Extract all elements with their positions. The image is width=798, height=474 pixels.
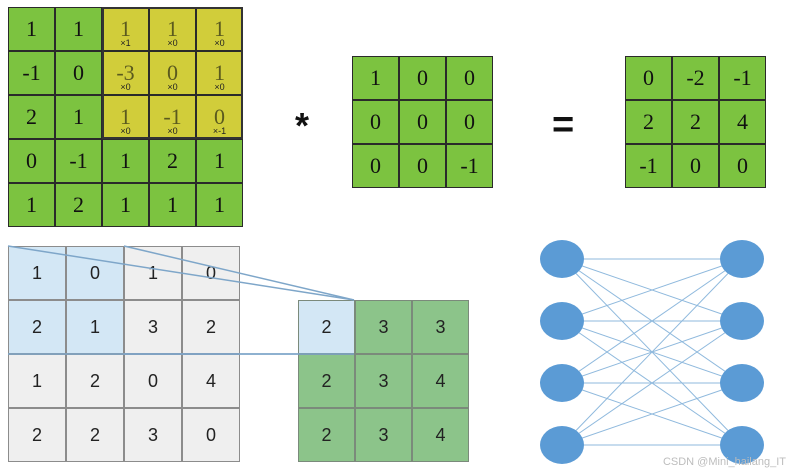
- pool-output-cell: 2: [298, 408, 355, 462]
- pool-input-cell: 3: [124, 408, 182, 462]
- conv-input-cell-highlighted: 0×0: [149, 51, 196, 95]
- kernel-cell: -1: [446, 144, 493, 188]
- pool-input-cell: 1: [124, 246, 182, 300]
- pool-input-cell-selected: 2: [8, 300, 66, 354]
- pool-output-cell: 4: [412, 408, 469, 462]
- network-node-output: [720, 240, 764, 278]
- pool-input-cell: 2: [66, 408, 124, 462]
- conv-input-cell: 1: [149, 183, 196, 227]
- network-edge: [561, 258, 743, 322]
- pool-input-cell: 2: [66, 354, 124, 408]
- weight-label: ×0: [167, 126, 178, 136]
- pool-input-cell: 0: [182, 408, 240, 462]
- network-node-output: [720, 364, 764, 402]
- watermark-credit: CSDN @Mini_hailang_IT: [662, 456, 786, 468]
- pool-input-grid: 1 0 1 0 2 1 3 2 1 2 0 4 2 2 3 0: [8, 246, 240, 462]
- weight-label: ×1: [120, 38, 131, 48]
- output-cell: -1: [719, 56, 766, 100]
- pool-input-cell-selected: 1: [66, 300, 124, 354]
- pool-input-cell-selected: 0: [66, 246, 124, 300]
- pool-output-cell: 4: [412, 354, 469, 408]
- conv-input-cell-highlighted: -3×0: [102, 51, 149, 95]
- output-cell: 2: [625, 100, 672, 144]
- pool-output-cell: 2: [298, 354, 355, 408]
- conv-input-cell-highlighted: 0×-1: [196, 95, 243, 139]
- weight-label: ×0: [167, 82, 178, 92]
- equals-symbol: =: [552, 104, 575, 146]
- output-cell: 0: [719, 144, 766, 188]
- conv-input-cell: 1: [8, 183, 55, 227]
- pool-output-cell: 3: [355, 408, 412, 462]
- pool-output-cell: 3: [355, 354, 412, 408]
- pool-output-cell: 3: [355, 300, 412, 354]
- weight-label: ×0: [120, 126, 131, 136]
- weight-label: ×0: [167, 38, 178, 48]
- conv-input-cell: 0: [55, 51, 102, 95]
- conv-input-cell-highlighted: -1×0: [149, 95, 196, 139]
- kernel-cell: 0: [352, 144, 399, 188]
- conv-input-cell: 1: [102, 183, 149, 227]
- conv-input-cell: 1: [55, 7, 102, 51]
- pool-input-cell: 1: [8, 354, 66, 408]
- kernel-cell: 0: [399, 56, 446, 100]
- receptive-field-outline: [102, 7, 243, 139]
- conv-output-grid: 0 -2 -1 2 2 4 -1 0 0: [625, 56, 766, 188]
- output-cell: 4: [719, 100, 766, 144]
- kernel-cell: 0: [399, 144, 446, 188]
- kernel-cell: 0: [446, 56, 493, 100]
- conv-input-cell: 1: [55, 95, 102, 139]
- pool-input-cell-selected: 1: [8, 246, 66, 300]
- network-edge: [561, 382, 743, 446]
- kernel-cell: 0: [352, 100, 399, 144]
- network-node-output: [720, 302, 764, 340]
- pool-input-cell: 0: [182, 246, 240, 300]
- conv-input-cell: 0: [8, 139, 55, 183]
- output-cell: 0: [672, 144, 719, 188]
- conv-input-cell-highlighted: 1×0: [196, 51, 243, 95]
- network-node-input: [540, 302, 584, 340]
- network-node-input: [540, 240, 584, 278]
- network-node-output: [720, 426, 764, 464]
- output-cell: 0: [625, 56, 672, 100]
- weight-label: ×0: [214, 38, 225, 48]
- pool-input-cell: 3: [124, 300, 182, 354]
- output-cell: 2: [672, 100, 719, 144]
- network-node-input: [540, 426, 584, 464]
- conv-input-cell: 1: [102, 139, 149, 183]
- conv-input-cell: 2: [55, 183, 102, 227]
- conv-input-cell: 2: [149, 139, 196, 183]
- multiply-symbol: *: [295, 105, 310, 146]
- conv-input-cell: 2: [8, 95, 55, 139]
- weight-label: ×0: [214, 82, 225, 92]
- projection-line: [7, 245, 355, 301]
- network-edge: [561, 320, 743, 446]
- pool-input-cell: 2: [8, 408, 66, 462]
- conv-input-cell: -1: [55, 139, 102, 183]
- kernel-cell: 0: [399, 100, 446, 144]
- kernel-grid: 1 0 0 0 0 0 0 0 -1: [352, 56, 493, 188]
- network-node-input: [540, 364, 584, 402]
- conv-input-cell: -1: [8, 51, 55, 95]
- kernel-cell: 1: [352, 56, 399, 100]
- kernel-cell: 0: [446, 100, 493, 144]
- weight-label: ×0: [120, 82, 131, 92]
- output-cell: -1: [625, 144, 672, 188]
- weight-label: ×-1: [212, 126, 227, 136]
- network-edge: [561, 258, 743, 384]
- pool-output-grid: 2 3 3 2 3 4 2 3 4: [298, 300, 469, 462]
- pool-output-cell: 3: [412, 300, 469, 354]
- conv-input-cell: 1: [196, 183, 243, 227]
- conv-input-cell: 1: [8, 7, 55, 51]
- projection-line: [123, 245, 355, 301]
- conv-input-cell: 1: [196, 139, 243, 183]
- network-edge: [561, 258, 743, 446]
- pool-input-cell: 0: [124, 354, 182, 408]
- fully-connected-network: [540, 240, 764, 464]
- pool-input-cell: 2: [182, 300, 240, 354]
- output-cell: -2: [672, 56, 719, 100]
